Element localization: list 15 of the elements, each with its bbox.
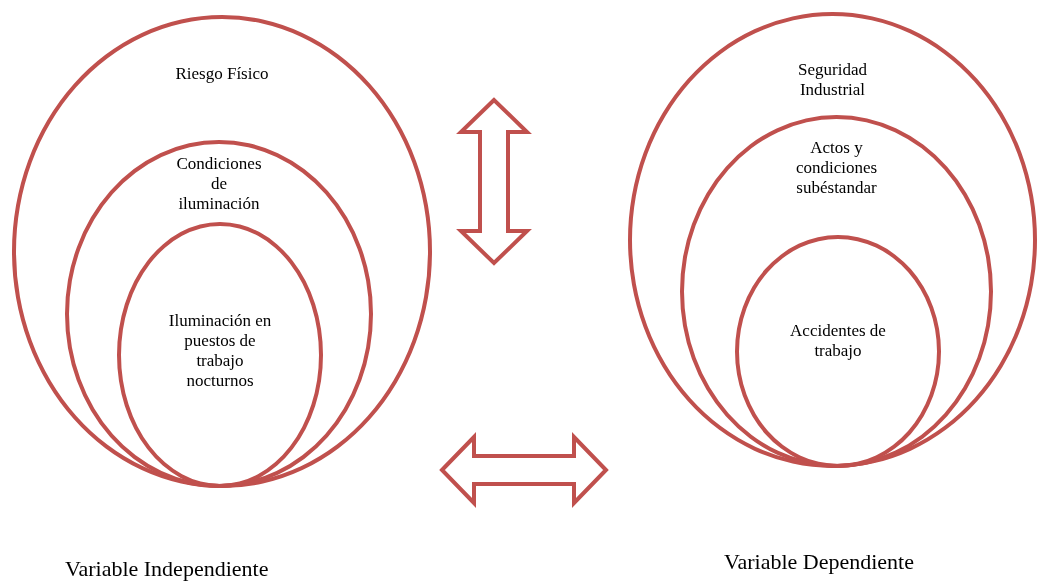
double-arrow bbox=[439, 432, 609, 508]
node-label: Accidentes de trabajo bbox=[789, 321, 887, 361]
node-label: Iluminación en puestos de trabajo nocturnos bbox=[167, 311, 273, 391]
ellipse-node bbox=[735, 235, 941, 468]
node-label: Actos y condiciones subéstandar bbox=[794, 138, 879, 198]
ellipse-node bbox=[12, 15, 432, 488]
node-label: Riesgo Físico bbox=[174, 64, 270, 84]
node-label: Condiciones de iluminación bbox=[175, 154, 263, 214]
ellipse-node bbox=[117, 222, 323, 488]
variable-caption: Variable Dependiente bbox=[724, 549, 914, 575]
node-label: Seguridad Industrial bbox=[797, 60, 868, 100]
ellipse-node bbox=[65, 140, 373, 488]
ellipse-node bbox=[628, 12, 1037, 468]
ellipse-node bbox=[680, 115, 993, 468]
variable-caption: Variable Independiente bbox=[65, 556, 269, 582]
